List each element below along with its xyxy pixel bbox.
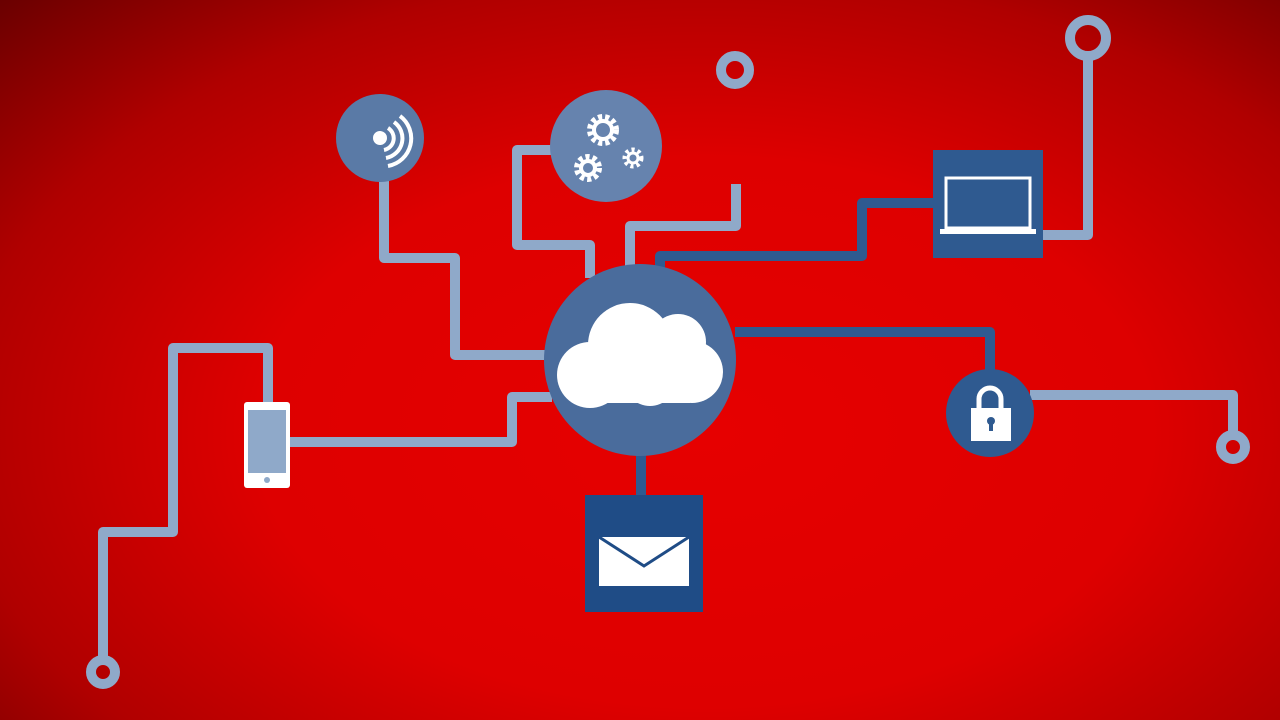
terminal-ring — [1065, 15, 1111, 61]
laptop-node — [933, 150, 1043, 258]
connector-lock — [735, 327, 995, 375]
gears-node — [550, 90, 662, 202]
connector-open — [625, 184, 741, 268]
connector-phone — [290, 392, 552, 447]
cloud-icon — [557, 303, 723, 408]
smartphone-icon — [244, 402, 290, 488]
connector-phone-top — [98, 343, 273, 660]
wifi-icon — [373, 114, 414, 168]
envelope-icon — [598, 535, 690, 586]
terminal-ring — [716, 51, 754, 89]
lock-icon — [971, 385, 1011, 441]
connector-laptop — [655, 198, 935, 268]
laptop-icon — [940, 176, 1036, 234]
connector-wifi — [379, 175, 548, 360]
connector-laptop-right — [1040, 56, 1093, 240]
terminal-ring — [86, 655, 120, 689]
terminal-ring — [1216, 430, 1250, 464]
gears-icon — [574, 114, 644, 182]
connector-gears — [512, 145, 595, 278]
connector-lock-right — [1030, 390, 1238, 435]
